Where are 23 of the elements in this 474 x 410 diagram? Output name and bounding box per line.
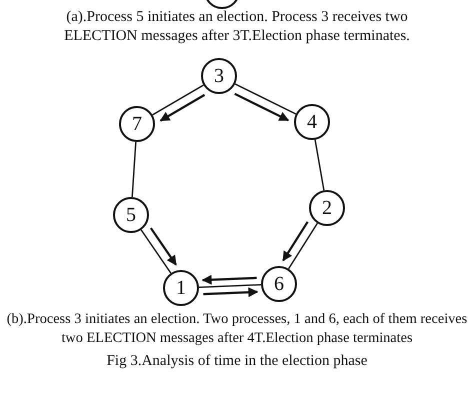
message-arrow <box>160 94 206 122</box>
ring-link <box>314 140 325 190</box>
ring-link <box>198 284 262 288</box>
process-circle: 6 <box>261 266 297 302</box>
process-circle: 4 <box>294 104 330 140</box>
process-circle: 2 <box>309 190 345 226</box>
message-arrow <box>202 274 257 285</box>
process-circle: 3 <box>201 58 237 94</box>
ring-link <box>140 229 172 274</box>
ring-link <box>288 222 318 270</box>
ring-link <box>152 84 204 116</box>
message-arrow <box>203 287 258 298</box>
ring-link <box>131 142 137 198</box>
figure-caption: Fig 3.Analysis of time in the election phase <box>106 352 368 371</box>
message-arrow <box>234 92 290 122</box>
panel-caption: (b).Process 3 initiates an election. Two processes, 1 and 6, each of them receives two ELECTION messages after 4T.Election phase terminates <box>6 310 468 348</box>
panel-caption: (a).Process 5 initiates an election. Process 3 receives two ELECTION messages after 3T.Election phase terminates. <box>63 8 411 46</box>
message-arrow <box>282 221 309 262</box>
process-circle: 7 <box>119 106 155 142</box>
process-circle: 1 <box>163 270 199 306</box>
ring-link <box>234 83 296 115</box>
process-circle: 5 <box>113 197 149 233</box>
message-arrow <box>150 227 177 266</box>
